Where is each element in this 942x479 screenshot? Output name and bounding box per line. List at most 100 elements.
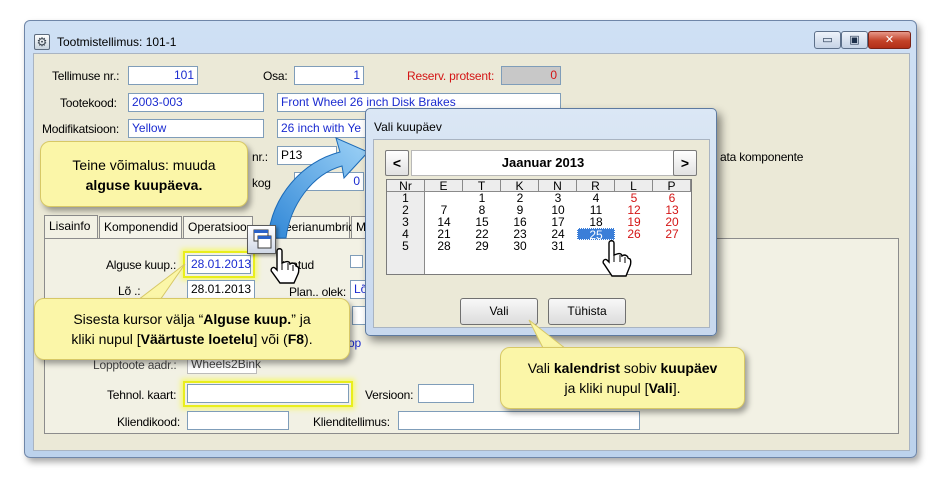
tellimuse-nr-field[interactable]: 101 xyxy=(128,66,198,85)
calendar-day-cell[interactable]: 16 xyxy=(513,215,527,229)
lopu-kuup-label: Lõ .: xyxy=(118,284,141,298)
calendar-day-cell[interactable]: 22 xyxy=(475,227,489,241)
osa-field[interactable]: 1 xyxy=(294,66,364,85)
calendar-day-cell[interactable]: 21 xyxy=(437,227,451,241)
dialog-title: Vali kuupäev xyxy=(374,120,442,134)
calendar-day-cell[interactable]: 31 xyxy=(551,239,565,253)
vali-button[interactable]: Vali xyxy=(460,298,538,325)
calendar-day-cell[interactable]: 14 xyxy=(437,215,451,229)
calendar-day-cell[interactable]: 3 xyxy=(554,191,562,205)
calendar-day-cell[interactable]: 30 xyxy=(513,239,527,253)
close-button[interactable]: ✕ xyxy=(868,31,911,49)
calendar-day-cell[interactable]: 26 xyxy=(627,227,641,241)
calendar-day-cell[interactable]: 2 xyxy=(516,191,524,205)
text-bold: Väärtuste loetelu xyxy=(140,331,254,347)
calendar-day-cell[interactable]: 7 xyxy=(440,203,448,217)
callout-calendar-line2: ja kliki nupul [Vali]. xyxy=(501,378,744,398)
minimize-button[interactable]: ▭ xyxy=(814,31,841,49)
calendar-header-cell: N xyxy=(539,180,577,192)
window-title: Tootmistellimus: 101-1 xyxy=(57,35,177,49)
calendar-day-cell[interactable]: 29 xyxy=(475,239,489,253)
calendar-header-cell: T xyxy=(463,180,501,192)
ktaatud-checkbox[interactable] xyxy=(350,255,363,268)
tab-komponendid[interactable]: Komponendid xyxy=(99,216,182,238)
tehnol-kaart-field[interactable] xyxy=(187,384,349,403)
calendar-day-cell[interactable]: 12 xyxy=(627,203,641,217)
callout-calendar: Vali kalendrist sobiv kuupäev ja kliki n… xyxy=(500,347,745,409)
text-part: ja kliki nupul [ xyxy=(564,380,649,396)
calendar-header-cell: E xyxy=(425,180,463,192)
calendar-week-number: 5 xyxy=(387,240,425,252)
calendar-day-cell[interactable]: 15 xyxy=(475,215,489,229)
callout-instruction-line2: kliki nupul [Väärtuste loetelu] või (F8)… xyxy=(35,329,349,349)
calendar-header-cell: P xyxy=(653,180,691,192)
calendar-header-cell: K xyxy=(501,180,539,192)
tootekood-field[interactable]: 2003-003 xyxy=(128,93,264,112)
calendar-selected-day[interactable]: 25 xyxy=(577,228,615,241)
calendar-week-number-filler xyxy=(387,252,425,274)
callout-alternative-line1: Teine võimalus: muuda xyxy=(72,157,216,173)
klienditellimus-field[interactable] xyxy=(398,411,640,430)
modifikatsioon-field[interactable]: Yellow xyxy=(128,119,264,138)
kliendikood-field[interactable] xyxy=(187,411,289,430)
hand-pointer-icon xyxy=(270,248,300,284)
list-lookup-icon[interactable] xyxy=(247,225,276,254)
calendar-day-cell[interactable]: 24 xyxy=(551,227,565,241)
calendar-day-cell[interactable]: 20 xyxy=(665,215,679,229)
calendar-day-cell[interactable]: 8 xyxy=(478,203,486,217)
blue-arrow-icon xyxy=(267,137,369,239)
osa-label: Osa: xyxy=(263,69,288,83)
versioon-label: Versioon: xyxy=(365,388,414,402)
callout-alternative-line2: alguse kuupäeva. xyxy=(41,175,247,195)
calendar-day-cell[interactable]: 18 xyxy=(589,215,603,229)
plan-olek-label: Plan.. olek: xyxy=(289,285,346,299)
lopu-kuup-field[interactable]: 28.01.2013 xyxy=(187,280,255,299)
calendar-day-cell[interactable]: 11 xyxy=(589,203,603,217)
text-part: Sisesta kursor välja “ xyxy=(73,311,204,327)
alguse-kuup-field[interactable]: 28.01.2013 xyxy=(187,255,251,274)
calendar-day-cell[interactable]: 13 xyxy=(665,203,679,217)
calendar-day-cell[interactable]: 5 xyxy=(630,191,638,205)
callout-alternative-bold: alguse kuupäeva. xyxy=(85,177,203,193)
calendar-header-cell: L xyxy=(615,180,653,192)
calendar-day-cell[interactable]: 6 xyxy=(668,191,676,205)
calendar-day-cell[interactable]: 10 xyxy=(551,203,565,217)
callout-instruction: Sisesta kursor välja “Alguse kuup.” ja k… xyxy=(34,298,350,360)
kliendikood-label: Kliendikood: xyxy=(117,415,180,429)
maximize-button[interactable]: ▣ xyxy=(841,31,868,49)
tehnol-kaart-highlight xyxy=(183,381,353,407)
nr-label: nr.: xyxy=(252,150,268,164)
callout-pointer xyxy=(136,263,186,301)
app-icon: ⚙ xyxy=(34,34,50,50)
calendar-week-number: 3 xyxy=(387,216,425,228)
tab-operatsioonid[interactable]: Operatsioo xyxy=(183,216,253,238)
calendar-day-cell[interactable]: 23 xyxy=(513,227,527,241)
list-lookup-glyph xyxy=(253,229,272,249)
calendar-day-cell[interactable]: 27 xyxy=(665,227,679,241)
hand-pointer-calendar-icon xyxy=(602,240,632,277)
next-month-button[interactable]: > xyxy=(673,150,697,176)
calendar-day-cell[interactable]: 17 xyxy=(551,215,565,229)
text-part: ] või ( xyxy=(253,331,288,347)
calendar-week-number: 1 xyxy=(387,192,425,204)
calendar-header-cell: R xyxy=(577,180,615,192)
tab-lisainfo[interactable]: Lisainfo xyxy=(44,215,98,238)
calendar-day-cell[interactable]: 28 xyxy=(437,239,451,253)
prev-month-button[interactable]: < xyxy=(385,150,409,176)
obscured-field[interactable] xyxy=(352,306,366,325)
title-bar[interactable]: ⚙ Tootmistellimus: 101-1 ▭ ▣ ✕ xyxy=(25,21,916,53)
text-bold: F8 xyxy=(287,331,305,347)
calendar-day-cell[interactable]: 1 xyxy=(478,191,486,205)
text-part: sobiv xyxy=(620,360,661,376)
calendar-day-cell[interactable]: 4 xyxy=(592,191,600,205)
text-bold: Vali xyxy=(648,380,673,396)
plan-olek-field[interactable]: Lõ xyxy=(350,280,367,299)
calendar-day-cell[interactable]: 19 xyxy=(627,215,641,229)
lopptoote-label: Lopptoote aadr.: xyxy=(93,358,177,372)
versioon-field[interactable] xyxy=(418,384,474,403)
text-bold: kuupäev xyxy=(660,360,718,376)
text-part: ]. xyxy=(672,380,681,396)
calendar-day-cell[interactable]: 9 xyxy=(516,203,524,217)
tuhista-button[interactable]: Tühista xyxy=(548,298,626,325)
